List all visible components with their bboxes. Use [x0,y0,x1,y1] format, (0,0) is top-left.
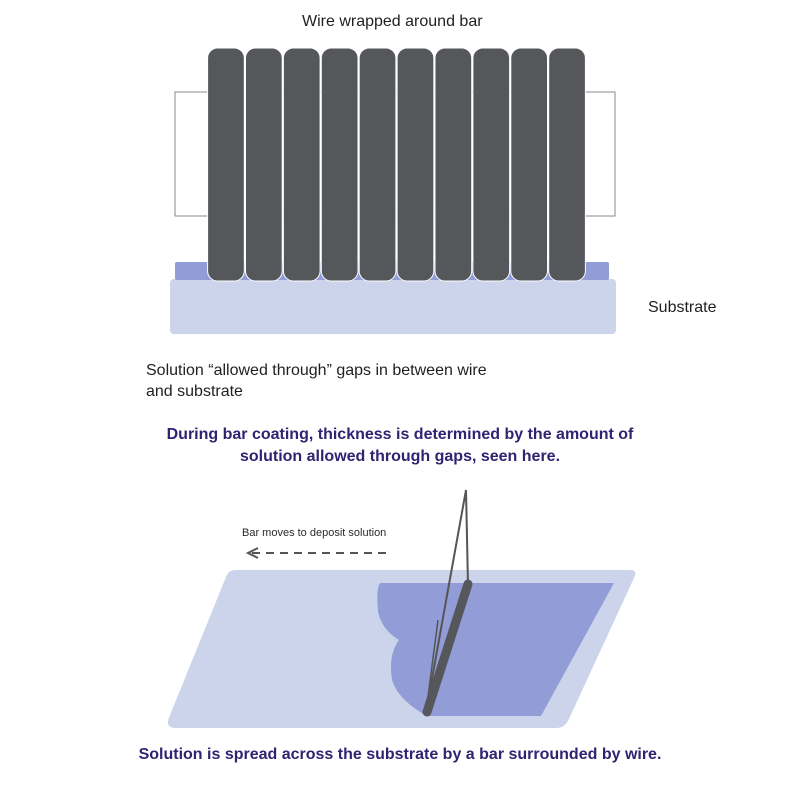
wire-coil [207,47,245,282]
caption-top-line-2: solution allowed through gaps, seen here… [239,448,561,465]
wire-coil [245,47,283,282]
motion-label: Bar moves to deposit solution [242,527,387,539]
wire-coil [396,47,435,282]
wire-coil [320,47,359,282]
gap-note-line-1: Solution “allowed through” gaps in betwe… [146,362,487,379]
motion-arrow-head [245,547,259,559]
coating-bar [422,579,473,717]
wire-coil [510,47,548,282]
wire-title: Wire wrapped around bar [302,13,483,30]
gap-note-line-2: and substrate [146,383,243,400]
wire-coil [282,47,321,282]
caption-bottom: Solution is spread across the substrate … [138,746,662,763]
substrate-label: Substrate [648,299,717,316]
wire-coil [358,47,397,282]
caption-top: During bar coating, thickness is determi… [0,424,800,468]
caption-top-line-1: During bar coating, thickness is determi… [166,426,634,443]
wire-coil [472,47,511,282]
wire-coil [548,47,586,282]
wire-coil [434,47,473,282]
bar-handle [425,489,469,713]
substrate-block [170,279,616,334]
wire-coils [207,47,586,282]
